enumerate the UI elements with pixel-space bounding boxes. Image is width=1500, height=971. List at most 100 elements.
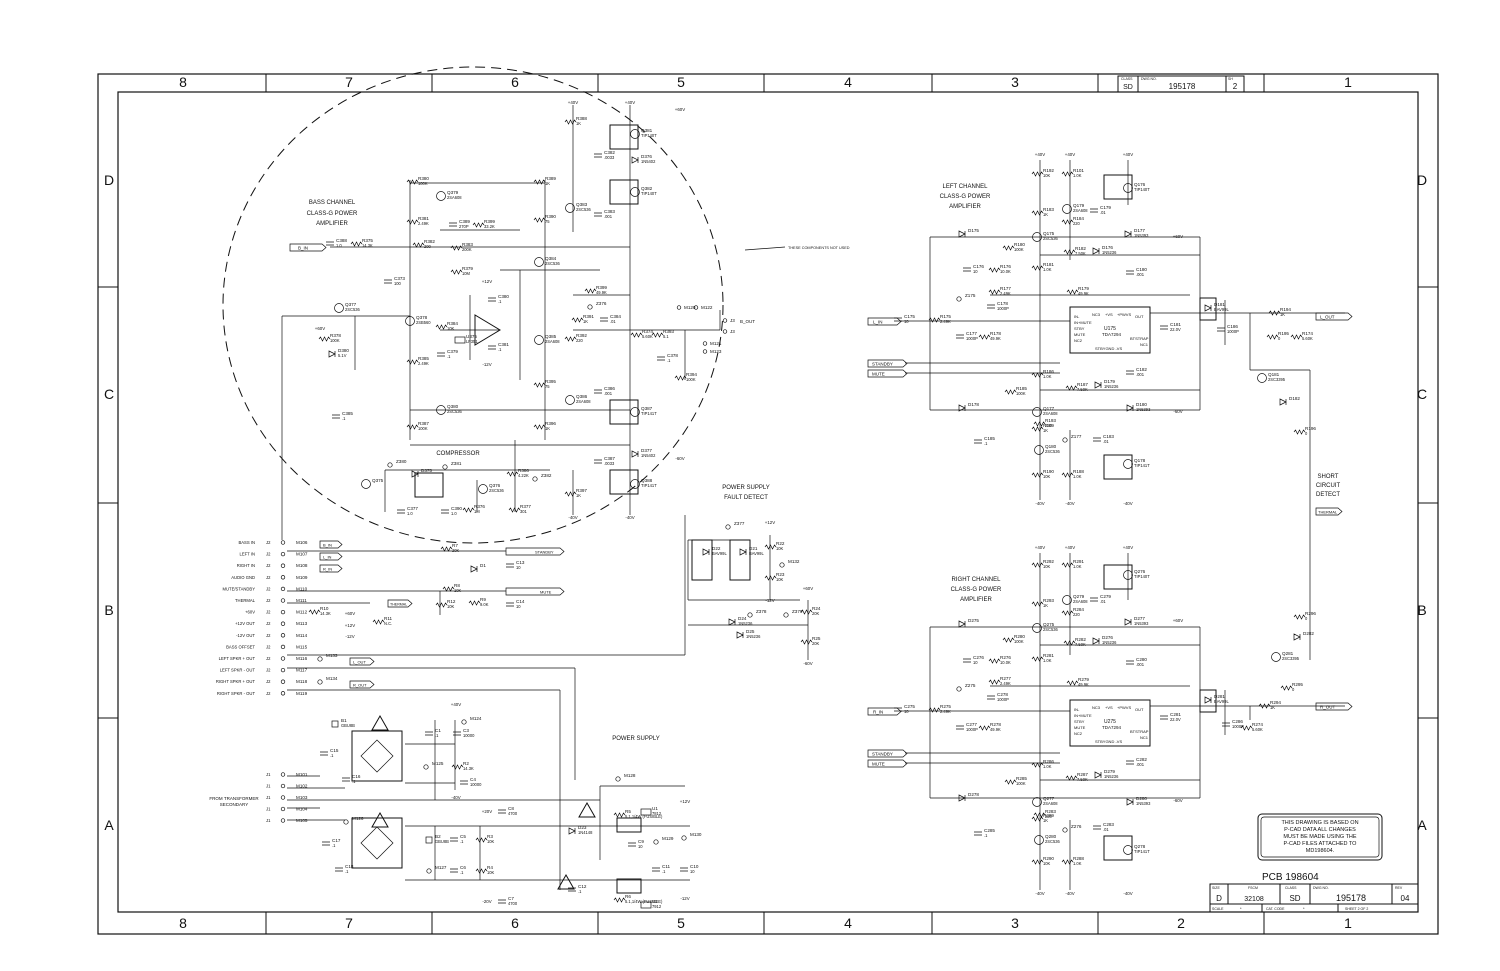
test-point-symbol: [426, 868, 432, 874]
part-value: 1N5236: [738, 621, 753, 626]
part-value: 1000P: [1232, 724, 1244, 729]
part-value: 22.0V: [1170, 717, 1181, 722]
connector-pin: [280, 621, 286, 626]
part-value: .1: [435, 733, 439, 738]
part-ref: R192: [1043, 168, 1054, 173]
resistor-symbol: [450, 269, 463, 275]
connector-label: RIGHT SPKR + OUT: [216, 679, 256, 684]
part-ref: R399: [484, 219, 495, 224]
part-value: .001: [1136, 272, 1145, 277]
connector-label: +12V OUT: [235, 621, 255, 626]
connector-pin: [280, 563, 286, 568]
net-flag-text: R_OUT: [1320, 705, 1336, 710]
part-ref: D277: [1134, 616, 1145, 621]
part-ref: Q281: [1282, 651, 1294, 656]
net-flag-r-in: [867, 707, 902, 716]
part-value: 2SC3395: [1282, 656, 1300, 661]
section-title-line: BASS CHANNEL: [309, 200, 356, 206]
zone-row-label: D: [104, 172, 114, 188]
capacitor-symbol: [1090, 208, 1098, 213]
rail-label: +40V: [1123, 152, 1133, 157]
section-title-line: AMPLIFIER: [316, 221, 348, 227]
resistor-symbol: [318, 336, 331, 342]
resistor-symbol: [630, 332, 643, 338]
part-ref: D22: [712, 546, 721, 551]
part-ref: R9: [480, 597, 486, 602]
part-value: 5.1: [663, 334, 669, 339]
part-ref: D182: [1289, 396, 1300, 401]
capacitor-symbol: [441, 509, 449, 514]
part-value: 220: [1045, 814, 1053, 819]
part-ref: R277: [1000, 676, 1011, 681]
bridge-b2: [351, 817, 403, 869]
zone-col-label: 4: [844, 74, 852, 90]
part-value: 4700: [508, 811, 518, 816]
part-ref: M127: [435, 865, 447, 870]
capacitor-symbol: [437, 352, 445, 357]
part-ref: R184: [1073, 216, 1084, 221]
net-flag-standby: [505, 547, 565, 556]
part-ref: Z276: [1071, 824, 1082, 829]
test-point-symbol: [747, 612, 753, 618]
part-ref: C388: [336, 238, 347, 243]
part-ref: R381: [418, 216, 429, 221]
zone-col-label: 5: [677, 915, 685, 931]
net-flag-thermal: [387, 599, 413, 608]
ic-pin-label: MUTE: [1074, 332, 1086, 337]
part-ref: D175: [968, 228, 979, 233]
part-ref: R290: [1043, 856, 1054, 861]
transistor-symbol: [478, 484, 488, 494]
section-title-line: SHORT: [1318, 474, 1339, 480]
part-ref: C175: [904, 314, 915, 319]
rail-label: -60V: [675, 456, 684, 461]
test-point-symbol: [461, 719, 467, 725]
resistor-symbol: [1031, 265, 1044, 271]
connector-ref: J2: [266, 598, 271, 603]
part-value: .001: [1136, 372, 1145, 377]
part-value: 1N5393: [1136, 801, 1151, 806]
diode-symbol: [958, 230, 966, 238]
test-point-ref: J3: [730, 318, 735, 323]
part-value: LF351: [466, 339, 478, 344]
connector-pin-ref: M117: [296, 668, 308, 673]
part-ref: Q380: [447, 404, 459, 409]
part-ref: R189: [1043, 423, 1054, 428]
test-point-symbol: [615, 776, 621, 782]
part-value: 2.49K: [940, 709, 951, 714]
part-value: .1: [984, 833, 988, 838]
connector-ref: J2: [266, 540, 271, 545]
net-flag-l-in: [867, 317, 902, 326]
ic-pin-label: STBYGND -VS: [1095, 739, 1122, 744]
part-ref: D275: [968, 618, 979, 623]
part-ref: R2: [463, 761, 469, 766]
part-value: BAV99L: [1214, 699, 1229, 704]
part-value: 33.2K: [484, 224, 495, 229]
warning-icon: [371, 811, 389, 828]
diode-symbol: [958, 620, 966, 628]
pcb-number: PCB 198604: [1262, 872, 1319, 883]
capacitor-symbol: [498, 899, 506, 904]
resistor-symbol: [1061, 219, 1074, 225]
net-flag-b-in: [289, 243, 327, 252]
part-ref: Q178: [1134, 458, 1146, 463]
resistor-symbol: [1290, 334, 1303, 340]
zone-col-label: 8: [179, 74, 187, 90]
resistor-symbol: [308, 609, 321, 615]
resistor-symbol: [406, 424, 419, 430]
part-ref: R287: [1077, 772, 1088, 777]
part-ref: D24: [738, 616, 747, 621]
part-ref: D23: [578, 825, 587, 830]
connector-pin: [280, 586, 286, 592]
part-value: 1.0K: [1043, 658, 1052, 663]
net-flag-text: STANDBY: [872, 362, 893, 367]
resistor-symbol: [475, 868, 488, 874]
rail-label: -40V: [1035, 501, 1044, 506]
part-ref: Q177: [1043, 406, 1055, 411]
not-used-pointer: [744, 246, 786, 251]
diode-symbol: [736, 631, 744, 639]
connector-ref: J2: [266, 679, 271, 684]
part-ref: D177: [1134, 228, 1145, 233]
part-ref: M134: [326, 676, 338, 681]
capacitor-symbol: [956, 334, 964, 339]
part-value: .1: [460, 839, 464, 844]
